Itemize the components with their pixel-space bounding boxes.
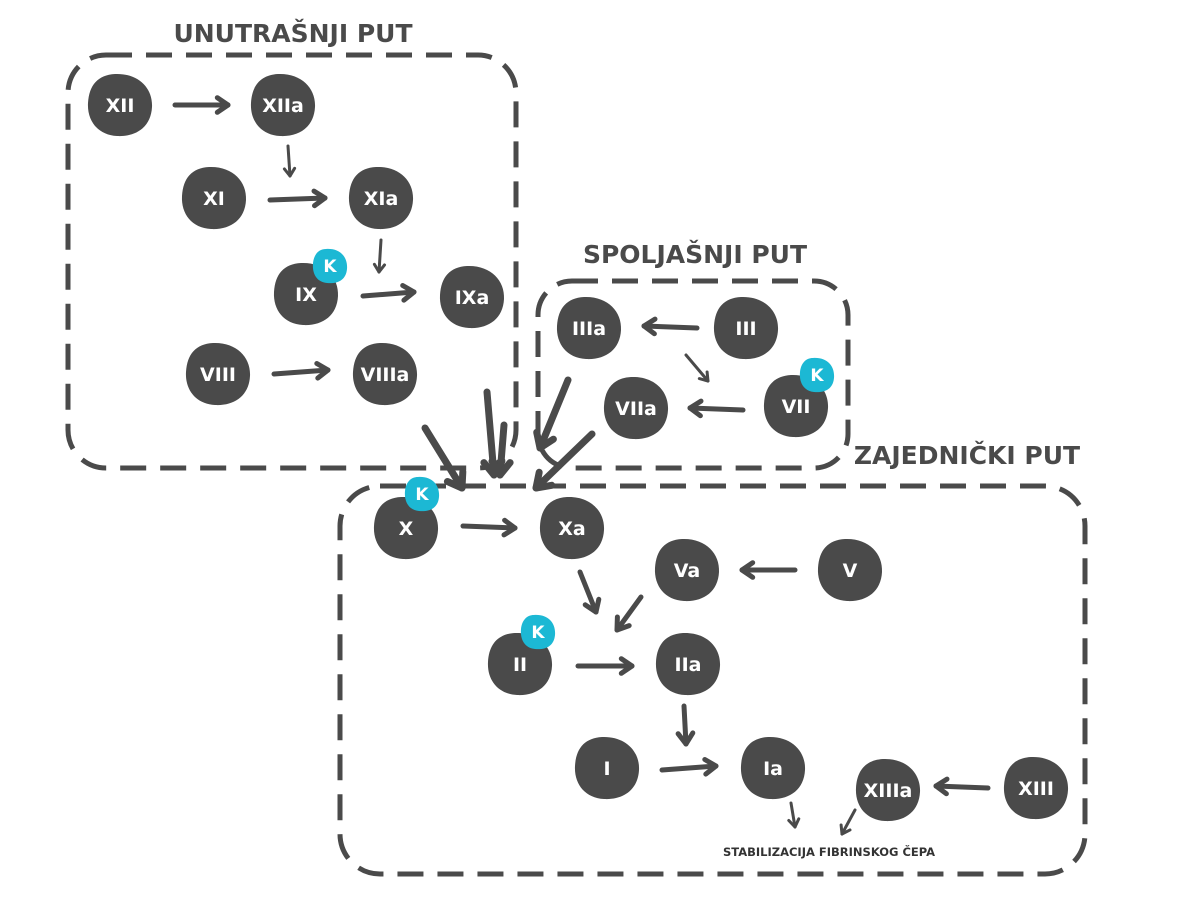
arrow-ii-to-iia [575, 656, 635, 676]
arrow-v-to-va [739, 560, 798, 580]
factor-i-node: I [574, 736, 640, 800]
arrow-iii-to-viia [684, 353, 710, 383]
arrow-xi-to-xia [267, 188, 328, 209]
svg-text:I: I [603, 758, 610, 780]
arrow-extrinsic-to-x-a [533, 376, 572, 452]
factor-iia-node: IIa [655, 632, 721, 696]
factor-xiia-node: XIIa [250, 73, 316, 137]
factor-x-node: X K [373, 476, 440, 560]
svg-text:XIIa: XIIa [262, 95, 304, 117]
arrow-xiii-to-xiiia [933, 776, 991, 797]
vitamin-k-badge: K [312, 248, 348, 284]
intrinsic-pathway-title: UNUTRAŠNJI PUT [173, 18, 412, 48]
arrow-iia-to-ia [675, 703, 696, 747]
arrow-va-to-ii [614, 594, 644, 633]
factor-xii-node: XII [87, 73, 153, 137]
factor-iii-node: III [713, 296, 779, 360]
extrinsic-pathway-box [535, 278, 851, 471]
arrows-layer [172, 95, 991, 836]
svg-text:XIII: XIII [1018, 778, 1054, 800]
svg-text:VII: VII [782, 396, 811, 418]
arrow-extrinsic-to-x-b [532, 430, 596, 492]
svg-text:VIIa: VIIa [615, 398, 657, 420]
factor-viii-node: VIII [185, 342, 251, 406]
factor-va-node: Va [654, 538, 720, 602]
svg-text:XIa: XIa [364, 188, 399, 210]
factor-viia-node: VIIa [603, 376, 669, 440]
factor-ix-node: IX K [273, 248, 348, 326]
factor-ixa-node: IXa [439, 265, 505, 329]
vitamin-k-badge: K [404, 476, 440, 512]
factor-vii-node: VII K [763, 357, 835, 438]
svg-text:Va: Va [674, 560, 701, 582]
svg-text:Ia: Ia [763, 758, 783, 780]
svg-text:K: K [531, 623, 545, 643]
arrow-xia-to-ix [372, 238, 386, 274]
factor-xiii-node: XIII [1003, 756, 1069, 820]
svg-text:IX: IX [295, 284, 317, 306]
svg-text:XII: XII [106, 95, 135, 117]
factor-viiia-node: VIIIa [352, 342, 418, 406]
arrow-i-to-ia [659, 757, 719, 777]
svg-text:IIa: IIa [675, 654, 702, 676]
svg-text:V: V [843, 560, 858, 582]
common-pathway-box [337, 483, 1088, 877]
nodes-layer: XII XIIa XI XIa IX K IXa VIII [87, 73, 1069, 822]
arrow-intrinsic-to-x-c [488, 421, 514, 479]
vitamin-k-badge: K [799, 357, 835, 393]
svg-text:VIIIa: VIIIa [361, 364, 410, 386]
arrow-x-to-xa [460, 517, 518, 538]
factor-ia-node: Ia [740, 736, 806, 800]
svg-text:K: K [415, 485, 429, 505]
svg-text:VIII: VIII [200, 364, 236, 386]
factor-iiia-node: IIIa [556, 296, 622, 360]
factor-v-node: V [817, 538, 883, 602]
factor-xa-node: Xa [539, 496, 605, 560]
arrow-xiiia-to-stabilization [839, 808, 857, 836]
factor-xi-node: XI [181, 166, 247, 230]
arrow-xa-to-ii [577, 569, 602, 615]
arrow-ia-to-stabilization [787, 801, 801, 829]
arrow-iii-to-iiia [641, 316, 700, 337]
fibrin-clot-stabilization-label: STABILIZACIJA FIBRINSKOG ČEPA [723, 844, 935, 859]
svg-text:II: II [513, 654, 527, 676]
svg-text:IXa: IXa [455, 287, 490, 309]
factor-xiiia-node: XIIIa [855, 758, 921, 822]
arrow-vii-to-viia [687, 398, 746, 419]
vitamin-k-badge: K [520, 614, 556, 650]
arrow-xii-to-xiia [172, 95, 231, 115]
arrow-xiia-to-xi [282, 144, 297, 178]
svg-text:K: K [323, 257, 337, 277]
intrinsic-pathway-box [65, 52, 519, 471]
common-pathway-title: ZAJEDNIČKI PUT [854, 440, 1080, 470]
arrow-viii-to-viiia [271, 361, 331, 381]
svg-text:X: X [399, 518, 414, 540]
svg-text:Xa: Xa [558, 518, 585, 540]
factor-ii-node: II K [487, 614, 556, 696]
svg-text:K: K [810, 366, 824, 386]
extrinsic-pathway-title: SPOLJAŠNJI PUT [583, 239, 807, 269]
arrow-ix-to-ixa [360, 283, 417, 303]
svg-text:IIIa: IIIa [572, 318, 606, 340]
svg-text:XIIIa: XIIIa [864, 780, 913, 802]
factor-xia-node: XIa [348, 166, 414, 230]
svg-text:XI: XI [203, 188, 225, 210]
svg-text:III: III [735, 318, 756, 340]
arrow-intrinsic-to-x-a [421, 424, 467, 492]
